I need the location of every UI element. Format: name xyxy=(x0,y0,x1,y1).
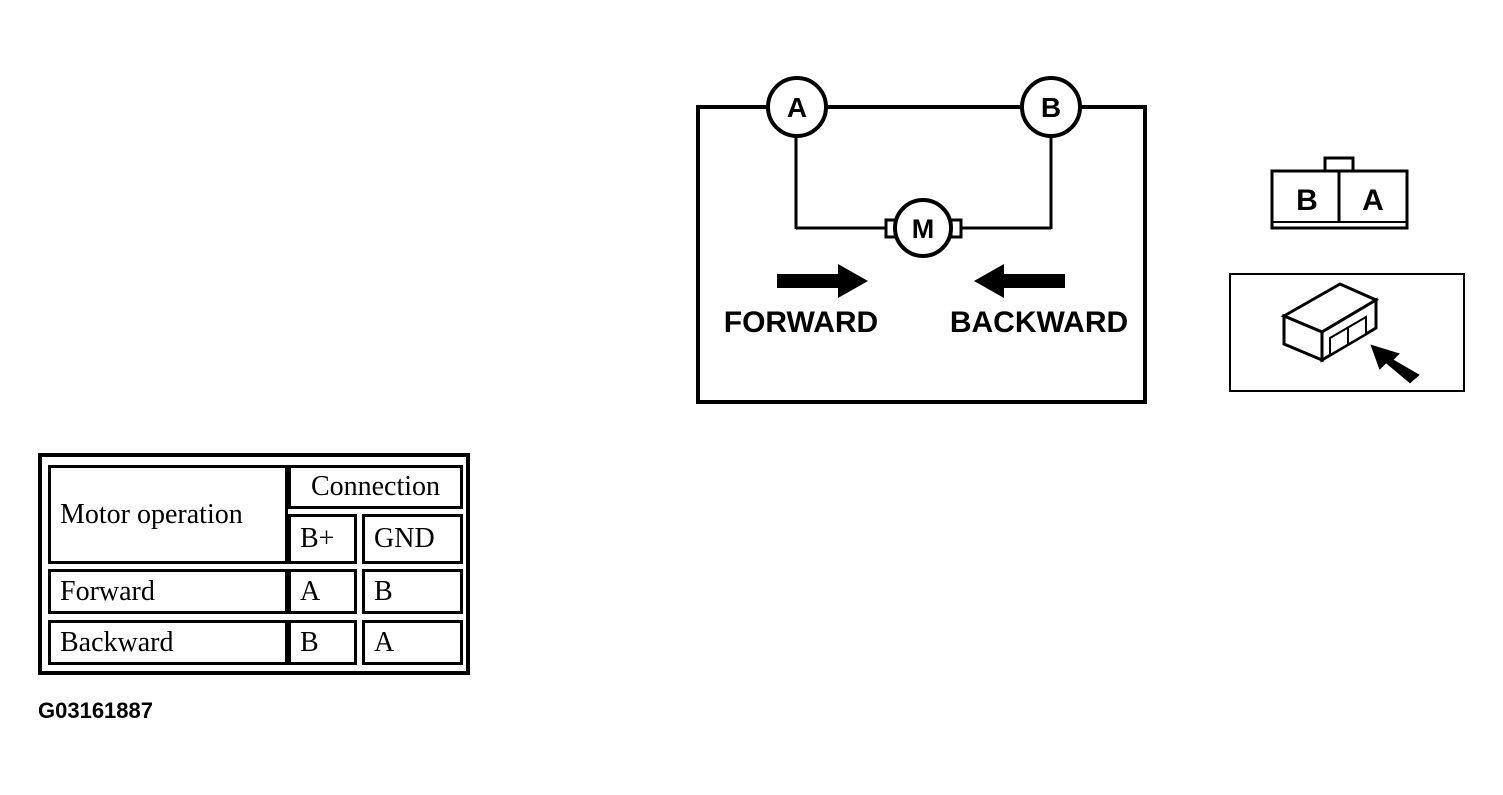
terminal-b-circle xyxy=(1020,76,1082,138)
header-bplus: B+ xyxy=(288,514,357,564)
header-gnd: GND xyxy=(362,514,463,564)
connector-view-illustration xyxy=(1229,273,1465,392)
motor-operation-table: Motor operation Connection B+ GND Forwar… xyxy=(38,453,470,675)
terminal-a-circle xyxy=(766,76,828,138)
reference-code: G03161887 xyxy=(38,698,153,723)
motor-circuit xyxy=(696,76,1147,404)
connector-latch xyxy=(1323,156,1355,173)
row-backward-operation: Backward xyxy=(48,620,288,665)
forward-arrow-icon xyxy=(777,264,868,298)
terminal-b-label: B xyxy=(1041,92,1061,123)
motor-label: M xyxy=(912,214,935,244)
terminal-a-label: A xyxy=(787,92,807,123)
row-forward-operation: Forward xyxy=(48,569,288,614)
row-backward-bplus: B xyxy=(288,620,357,665)
header-connection: Connection xyxy=(288,465,463,509)
backward-label: BACKWARD xyxy=(950,306,1128,339)
row-forward-bplus: A xyxy=(288,569,357,614)
row-forward-gnd: B xyxy=(362,569,463,614)
forward-label: FORWARD xyxy=(724,306,878,339)
backward-arrow-icon xyxy=(974,264,1065,298)
view-arrow-icon xyxy=(1370,344,1420,384)
connector-face xyxy=(1270,156,1409,230)
motor-circle xyxy=(893,198,953,258)
row-backward-gnd: A xyxy=(362,620,463,665)
circuit-frame xyxy=(696,105,1147,404)
header-motor-operation: Motor operation xyxy=(48,465,288,564)
connector-pin-a: A xyxy=(1362,184,1384,217)
connector-pin-b: B xyxy=(1296,184,1318,217)
